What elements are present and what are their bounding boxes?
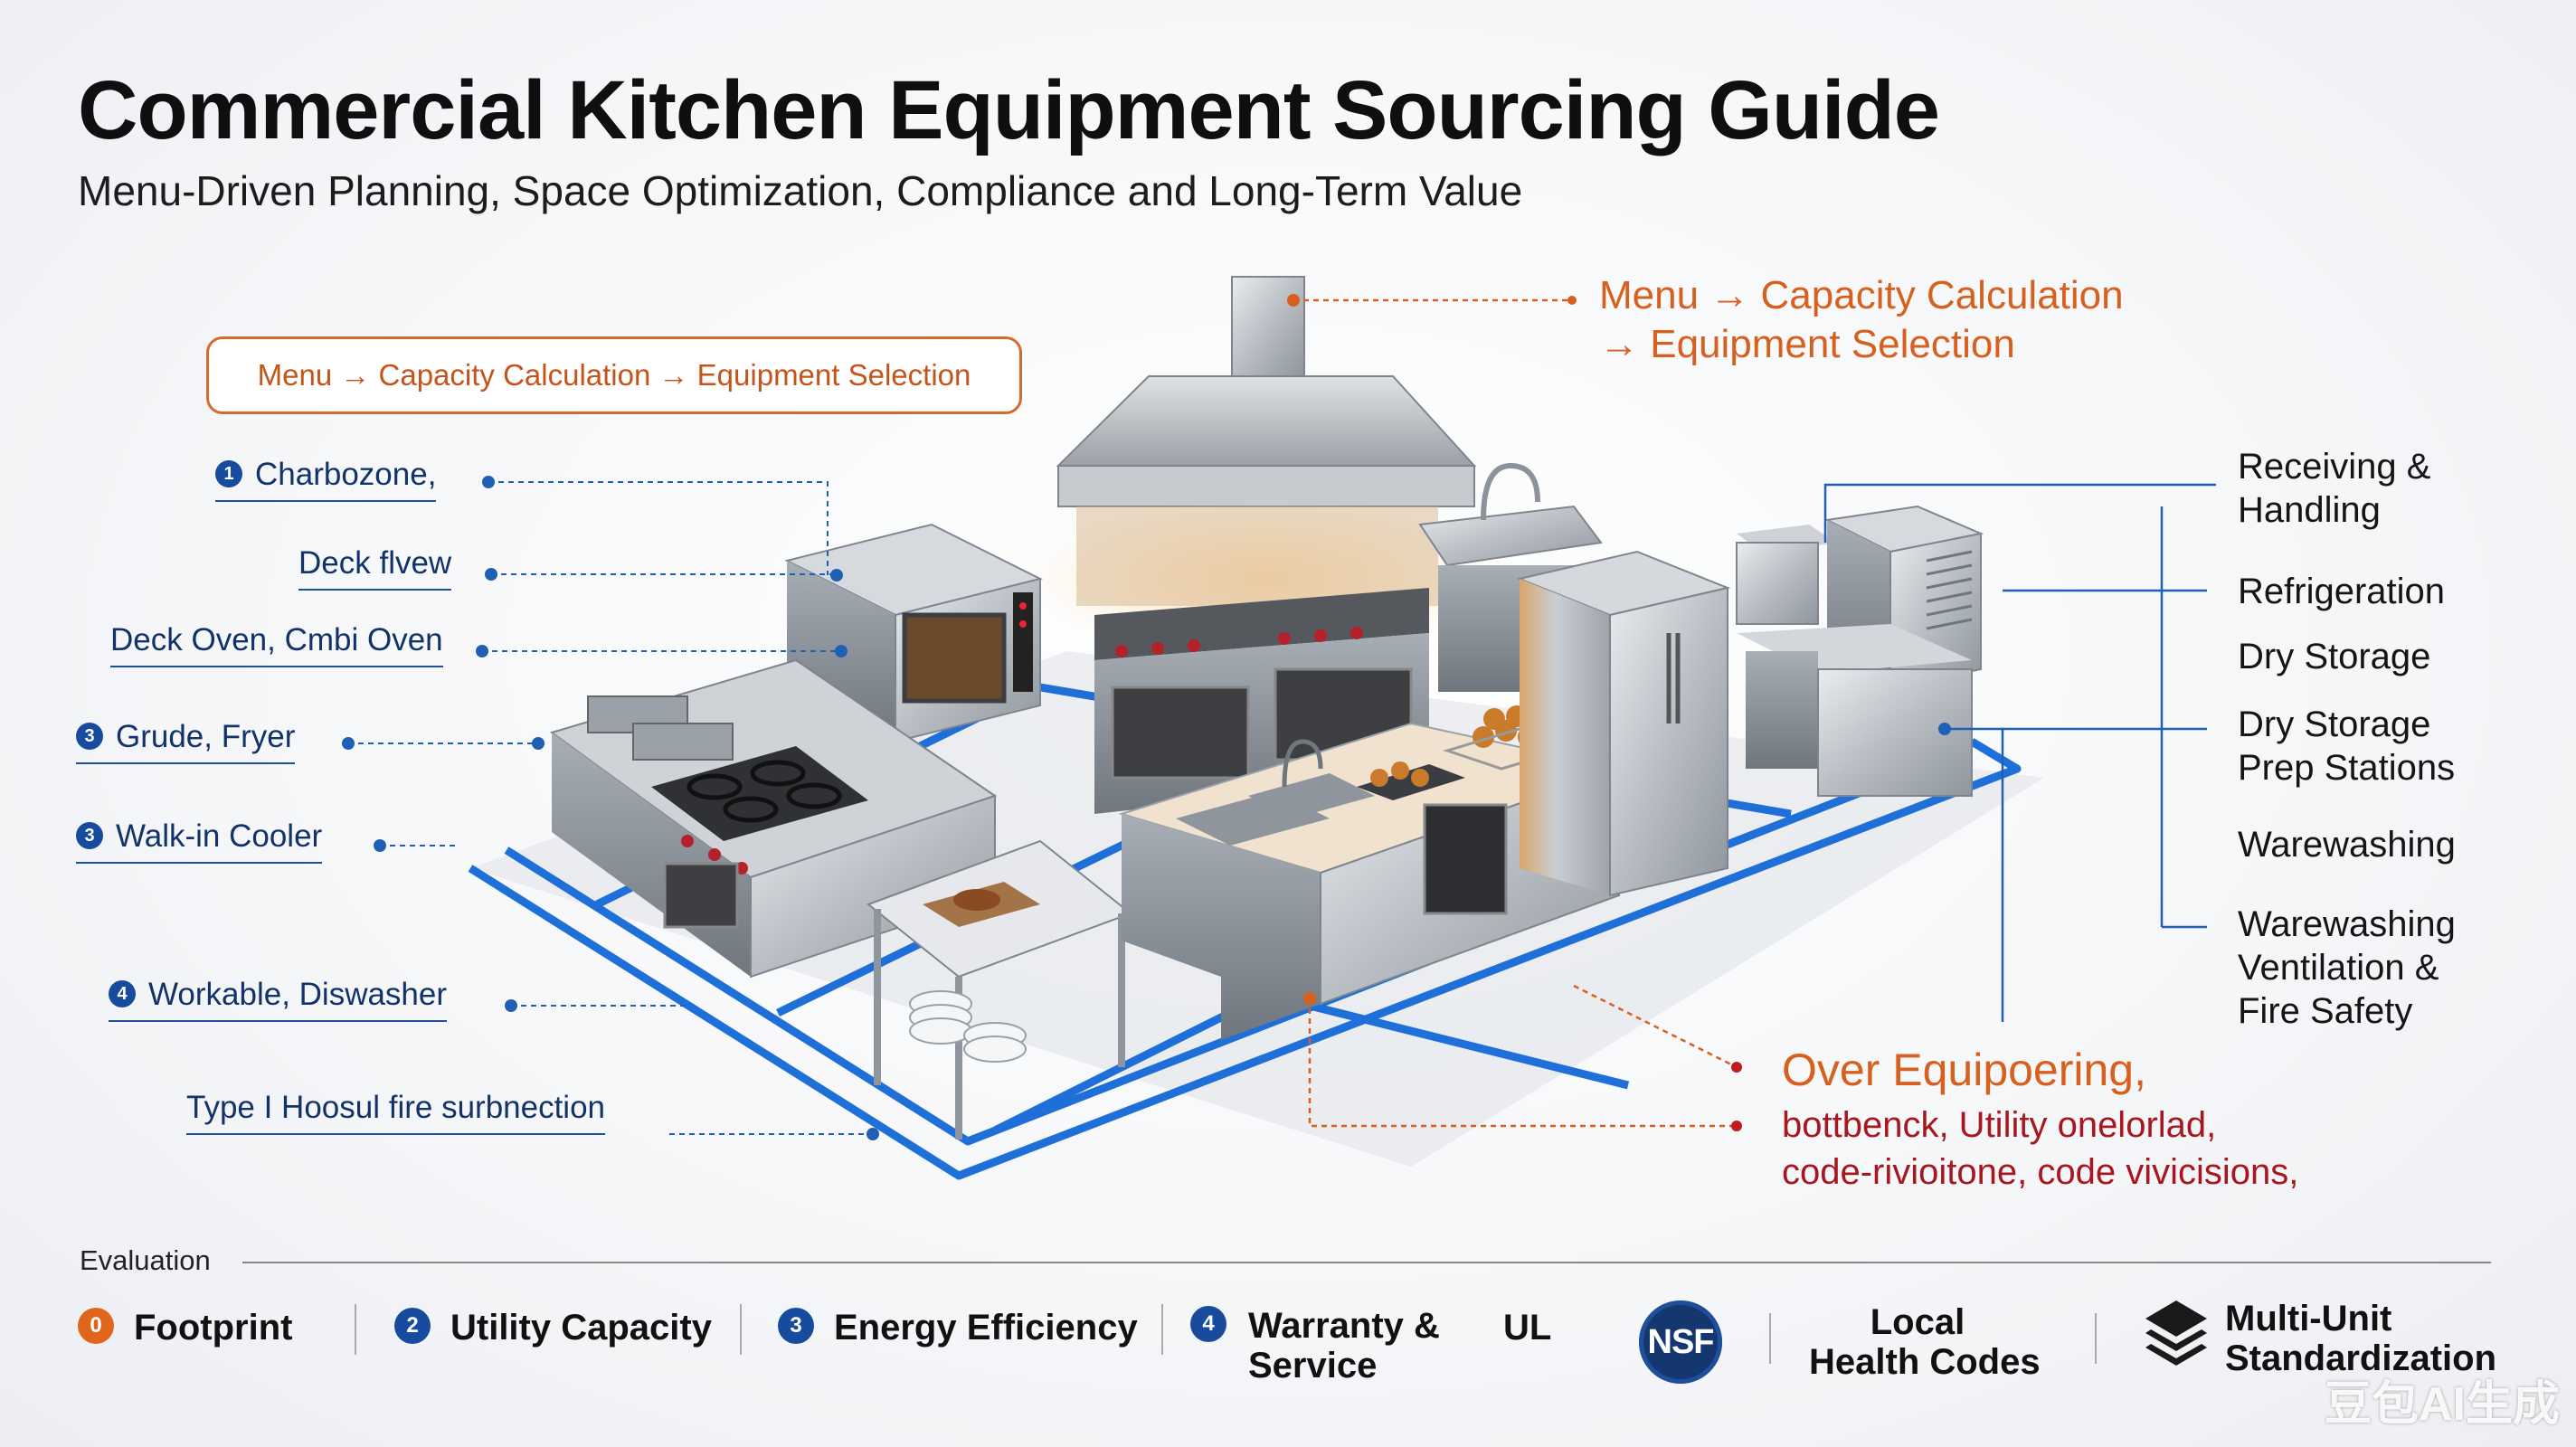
nsf-certification-badge: NSF bbox=[1639, 1300, 1722, 1384]
flow-callout-line-1: Menu → Capacity Calculation bbox=[1599, 273, 2124, 317]
left-callout-text: Deck Oven, Cmbi Oven bbox=[110, 622, 443, 657]
multi-unit-standardization: Multi-Unit Standardization bbox=[2225, 1299, 2497, 1378]
callout-number-badge: 3 bbox=[76, 722, 103, 750]
left-callout-6: 4 Workable, Diswasher bbox=[109, 977, 448, 1022]
criterion-warranty-badge-wrap: 4 bbox=[1190, 1306, 1246, 1346]
reach-in-refrigerator-icon bbox=[1516, 550, 1731, 897]
right-bracket-lines bbox=[1823, 483, 2216, 1022]
criterion-badge: 0 bbox=[78, 1308, 114, 1345]
left-callout-text: Walk-in Cooler bbox=[116, 818, 323, 854]
left-callout-1: 1 Charbozone, bbox=[215, 457, 437, 502]
left-callout-text: Charbozone, bbox=[255, 457, 437, 492]
left-callout-7: Type I Hoosul fire surbnection bbox=[186, 1090, 606, 1135]
criterion-warranty-service: Warranty & Service bbox=[1248, 1306, 1440, 1386]
left-callout-4: 3 Grude, Fryer bbox=[76, 719, 296, 764]
left-leader-dots bbox=[342, 476, 879, 1140]
criterion-separator bbox=[1161, 1304, 1163, 1355]
zone-warewashing: Warewashing bbox=[2238, 825, 2456, 865]
watermark-text: 豆包AI生成 bbox=[2325, 1378, 2561, 1431]
criterion-separator bbox=[355, 1304, 356, 1355]
left-leader-lines bbox=[348, 481, 873, 1135]
criterion-separator bbox=[740, 1304, 742, 1355]
criterion-separator bbox=[1769, 1313, 1771, 1364]
warning-line-1: bottbenck, Utility onelorlad, bbox=[1782, 1105, 2217, 1145]
prep-table-icon bbox=[866, 839, 1133, 1140]
left-callout-text: Deck flvew bbox=[298, 545, 452, 581]
left-callout-text: Grude, Fryer bbox=[116, 719, 296, 754]
flow-summary-label: Menu → Capacity Calculation → Equipment … bbox=[257, 358, 971, 392]
zone-dry-storage: Dry Storage bbox=[2238, 637, 2431, 676]
zone-warewashing-ventilation: Warewashing Ventilation & Fire Safety bbox=[2238, 904, 2456, 1031]
callout-number-badge: 1 bbox=[215, 459, 242, 487]
criterion-badge: 3 bbox=[778, 1308, 814, 1345]
left-callout-2: Deck flvew bbox=[298, 545, 452, 591]
evaluation-divider bbox=[242, 1262, 2491, 1263]
flow-summary-box: Menu → Capacity Calculation → Equipment … bbox=[206, 336, 1022, 414]
zone-dry-storage-prep: Dry Storage Prep Stations bbox=[2238, 705, 2456, 788]
callout-number-badge: 4 bbox=[109, 979, 136, 1007]
criterion-badge: 4 bbox=[1190, 1306, 1226, 1342]
right-equipment-icon bbox=[1736, 505, 1984, 797]
left-callout-text: Type I Hoosul fire surbnection bbox=[186, 1090, 606, 1125]
warning-line-2: code-rivioitone, code vivicisions, bbox=[1782, 1152, 2299, 1192]
zone-receiving-handling: Receiving & Handling bbox=[2238, 447, 2431, 530]
ul-mark: UL bbox=[1503, 1308, 1552, 1348]
evaluation-label: Evaluation bbox=[80, 1244, 211, 1276]
range-fryer-line-icon bbox=[549, 658, 998, 979]
page-subtitle: Menu-Driven Planning, Space Optimization… bbox=[78, 167, 1523, 214]
criterion-badge: 2 bbox=[394, 1308, 431, 1345]
orange-leader-lines bbox=[1293, 298, 1738, 1128]
left-callout-5: 3 Walk-in Cooler bbox=[76, 818, 323, 864]
local-health-codes: Local Health Codes bbox=[1809, 1302, 2041, 1382]
criterion-separator bbox=[2095, 1313, 2097, 1364]
left-callout-text: Workable, Diswasher bbox=[148, 977, 448, 1012]
flow-callout-line-2: → Equipment Selection bbox=[1599, 322, 2015, 366]
combi-oven-icon bbox=[784, 523, 1043, 743]
callout-number-badge: 3 bbox=[76, 821, 103, 849]
warning-heading: Over Equipoering, bbox=[1782, 1045, 2147, 1095]
page-title: Commercial Kitchen Equipment Sourcing Gu… bbox=[78, 64, 1940, 156]
left-callout-3: Deck Oven, Cmbi Oven bbox=[110, 622, 443, 667]
layers-icon bbox=[2145, 1300, 2207, 1366]
zone-refrigeration: Refrigeration bbox=[2238, 572, 2446, 611]
